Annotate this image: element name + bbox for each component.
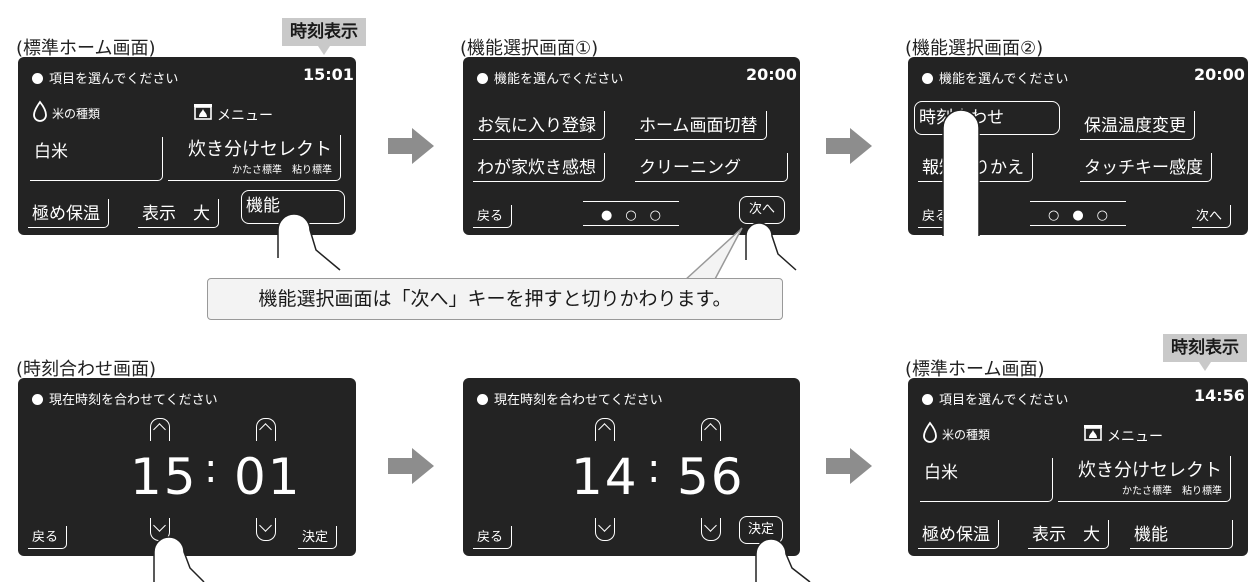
back-button[interactable]: 戻る [473, 205, 513, 228]
impression-button[interactable]: わが家炊き感想 [473, 153, 605, 182]
menu-value: 炊き分けセレクト [1078, 460, 1222, 481]
cleaning-button[interactable]: クリーニング [635, 153, 788, 182]
menu-pot-icon [194, 104, 212, 120]
rice-type-label: 米の種類 [52, 107, 101, 121]
time-colon: : [647, 446, 663, 492]
pointing-finger-icon [153, 536, 205, 582]
hour-value: 15 [130, 448, 198, 506]
clock-set-screen-2: 現在時刻を合わせてください 14 : 56 戻る 決定 [463, 378, 800, 556]
touch-sensitivity-button[interactable]: タッチキー感度 [1080, 153, 1212, 182]
header-text: 機能を選んでください [922, 68, 1068, 87]
menu-button[interactable]: 炊き分けセレクト かたさ標準 粘り標準 [1058, 456, 1231, 502]
home-screen-2: 項目を選んでください 14:56 米の種類 メニュー 白米 炊き分けセレクト か… [908, 378, 1248, 556]
rice-type-button[interactable]: 白米 [30, 137, 163, 181]
minute-down-key-icon[interactable] [701, 518, 721, 541]
menu-pot-icon [1084, 425, 1102, 441]
menu-button[interactable]: 炊き分けセレクト かたさ標準 粘り標準 [168, 135, 341, 181]
time-colon: : [204, 446, 220, 492]
clock-time: 20:00 [1194, 65, 1245, 84]
rice-drop-icon [923, 421, 937, 443]
menu-sub: かたさ標準 粘り標準 [232, 165, 332, 176]
rice-type-label: 米の種類 [942, 428, 991, 442]
bullet-icon [477, 73, 488, 84]
caption-standard-home-2: (標準ホーム画面) [905, 359, 1045, 380]
hour-up-key-icon[interactable] [150, 418, 170, 441]
function-button[interactable]: 機能 [1130, 520, 1233, 549]
home-switch-button[interactable]: ホーム画面切替 [635, 111, 767, 140]
hour-down-key-icon[interactable] [595, 518, 615, 541]
display-size-button[interactable]: 表示 大 [1028, 520, 1109, 549]
header-text: 項目を選んでください [922, 389, 1068, 408]
caption-time-set: (時刻合わせ画面) [16, 359, 157, 380]
bullet-icon [922, 73, 933, 84]
minute-value: 01 [234, 448, 302, 506]
clock-time: 15:01 [303, 65, 354, 84]
page-indicator: ○ ● ○ [1030, 201, 1126, 226]
minute-value: 56 [677, 448, 745, 506]
clock-time: 20:00 [746, 65, 797, 84]
rice-drop-icon [33, 100, 47, 122]
header-text: 現在時刻を合わせてください [477, 389, 663, 408]
header-text: 現在時刻を合わせてください [32, 389, 218, 408]
next-button[interactable]: 次へ [1192, 205, 1232, 228]
menu-sub: かたさ標準 粘り標準 [1122, 486, 1222, 497]
header-text: 機能を選んでください [477, 68, 623, 87]
hour-up-key-icon[interactable] [595, 418, 615, 441]
hour-value: 14 [571, 448, 639, 506]
caption-standard-home: (標準ホーム画面) [16, 38, 156, 59]
pointing-finger-icon [755, 538, 811, 582]
menu-value: 炊き分けセレクト [188, 139, 332, 160]
back-button[interactable]: 戻る [473, 526, 513, 549]
back-button[interactable]: 戻る [28, 526, 68, 549]
header-text: 項目を選んでください [32, 68, 178, 87]
pointing-finger-icon [277, 213, 341, 271]
rice-type-button[interactable]: 白米 [920, 458, 1053, 502]
time-display-badge: 時刻表示 [282, 18, 366, 55]
pointing-finger-icon [745, 222, 797, 271]
time-display-badge: 時刻表示 [1163, 334, 1247, 371]
ok-button[interactable]: 決定 [298, 526, 338, 549]
caption-func-select-2: (機能選択画面②) [905, 38, 1044, 59]
menu-label: メニュー [217, 108, 273, 124]
keep-warm-button[interactable]: 極め保温 [918, 520, 999, 549]
home-screen-1: 項目を選んでください 15:01 米の種類 メニュー 白米 炊き分けセレクト か… [18, 57, 356, 235]
display-size-button[interactable]: 表示 大 [138, 199, 219, 228]
page-indicator: ● ○ ○ [583, 201, 679, 226]
caption-func-select-1: (機能選択画面①) [460, 38, 599, 59]
favorite-button[interactable]: お気に入り登録 [473, 111, 605, 140]
func-select-screen-1: 機能を選んでください 20:00 お気に入り登録 ホーム画面切替 わが家炊き感想… [463, 57, 800, 235]
minute-up-key-icon[interactable] [256, 418, 276, 441]
bullet-icon [32, 394, 43, 405]
clock-time: 14:56 [1194, 386, 1245, 405]
bullet-icon [477, 394, 488, 405]
bullet-icon [922, 394, 933, 405]
minute-down-key-icon[interactable] [256, 518, 276, 541]
menu-label: メニュー [1107, 429, 1163, 445]
callout-note: 機能選択画面は「次へ」キーを押すと切りかわります。 [207, 278, 783, 320]
bullet-icon [32, 73, 43, 84]
warm-temp-button[interactable]: 保温温度変更 [1080, 111, 1195, 140]
callout-pointer [683, 227, 743, 282]
keep-warm-button[interactable]: 極め保温 [28, 199, 109, 228]
pointing-finger-icon [942, 109, 980, 236]
clock-set-screen-1: 現在時刻を合わせてください 15 : 01 戻る 決定 [18, 378, 356, 556]
minute-up-key-icon[interactable] [701, 418, 721, 441]
